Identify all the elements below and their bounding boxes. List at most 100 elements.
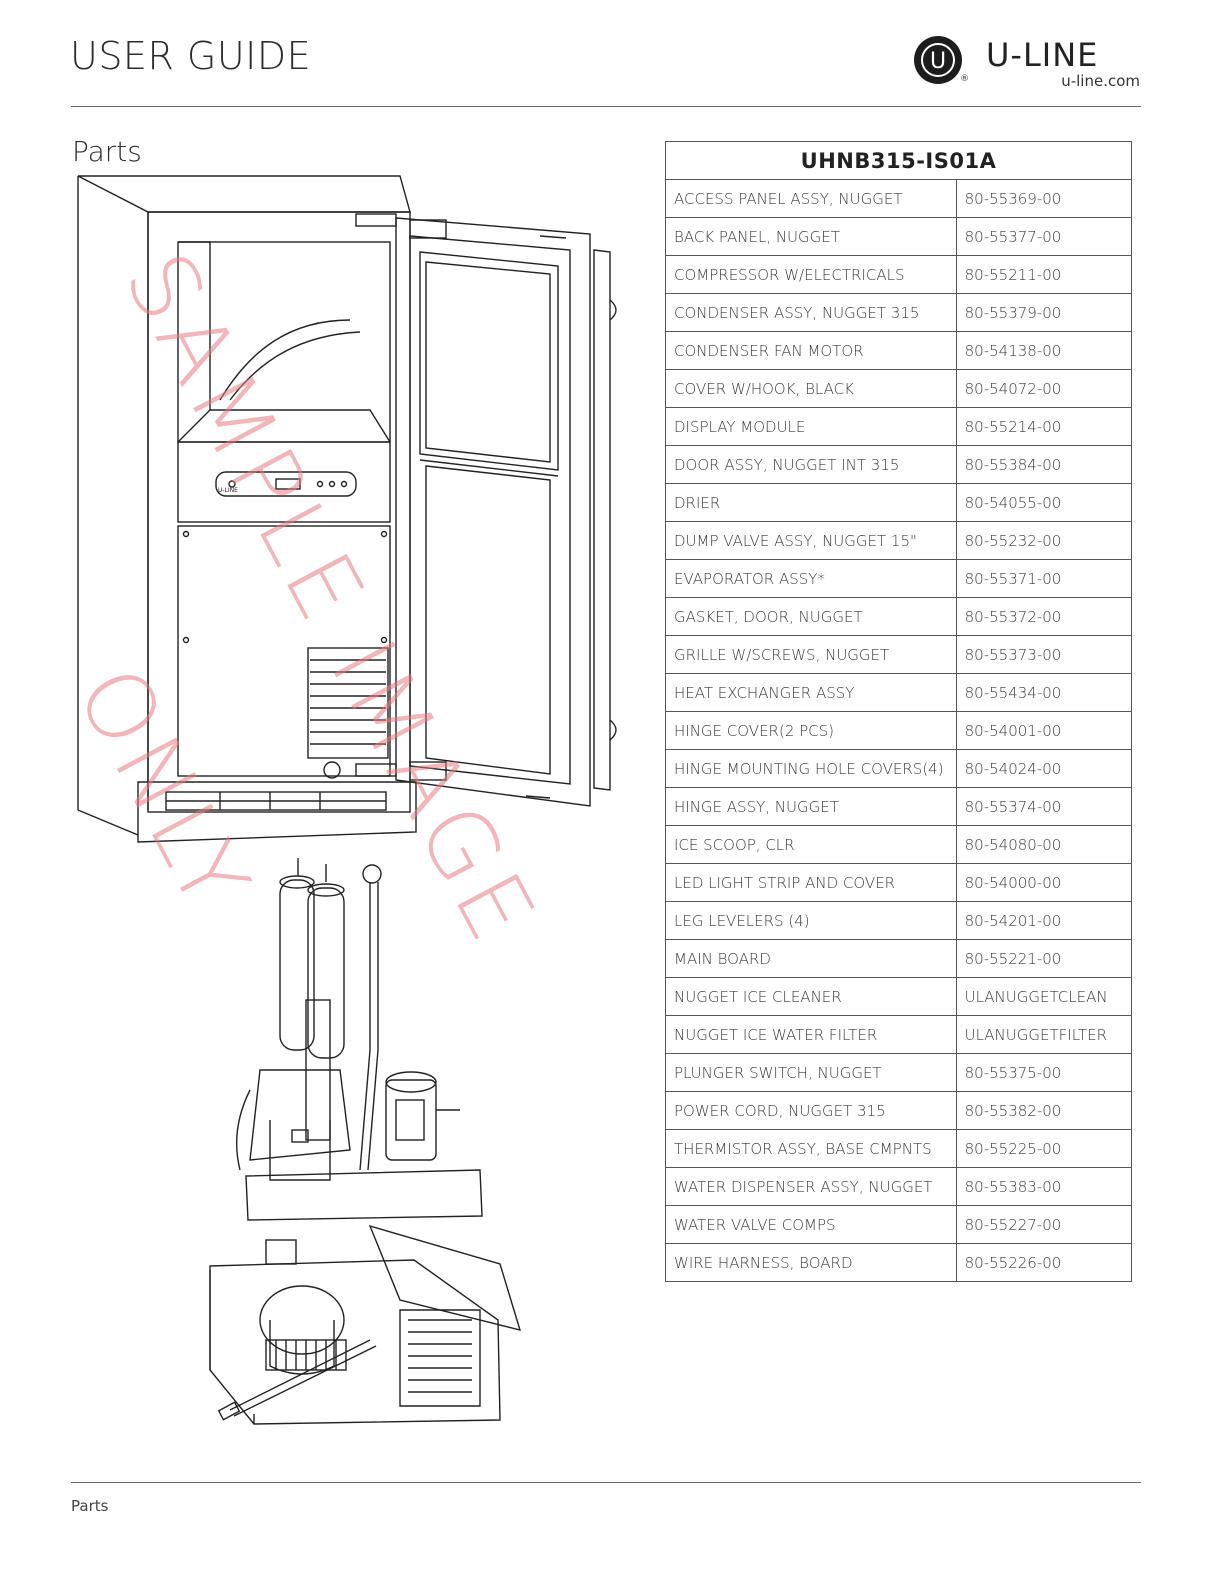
part-number: 80-55434-00 (955, 673, 1133, 712)
part-number: 80-55372-00 (955, 597, 1133, 636)
table-row: EVAPORATOR ASSY*80-55371-00 (665, 559, 1133, 598)
document-title: USER GUIDE (70, 34, 312, 78)
part-description: EVAPORATOR ASSY* (665, 559, 957, 598)
unit-exploded-drawing: U-LINE (77, 175, 617, 1425)
part-number: 80-55369-00 (955, 179, 1133, 218)
part-description: DRIER (665, 483, 957, 522)
part-number: 80-55375-00 (955, 1053, 1133, 1092)
part-description: NUGGET ICE WATER FILTER (665, 1015, 957, 1054)
brand-url: u-line.com (1061, 72, 1140, 90)
part-description: HINGE ASSY, NUGGET (665, 787, 957, 826)
part-number: 80-54072-00 (955, 369, 1133, 408)
part-description: GRILLE W/SCREWS, NUGGET (665, 635, 957, 674)
part-description: GASKET, DOOR, NUGGET (665, 597, 957, 636)
part-description: WATER DISPENSER ASSY, NUGGET (665, 1167, 957, 1206)
part-description: NUGGET ICE CLEANER (665, 977, 957, 1016)
part-description: COVER W/HOOK, BLACK (665, 369, 957, 408)
part-description: PLUNGER SWITCH, NUGGET (665, 1053, 957, 1092)
part-number: 80-55221-00 (955, 939, 1133, 978)
part-number: 80-55384-00 (955, 445, 1133, 484)
registered-mark: ® (960, 74, 969, 84)
part-number: 80-55379-00 (955, 293, 1133, 332)
part-number: 80-54000-00 (955, 863, 1133, 902)
part-description: HINGE MOUNTING HOLE COVERS(4) (665, 749, 957, 788)
part-description: HINGE COVER(2 PCS) (665, 711, 957, 750)
table-row: DUMP VALVE ASSY, NUGGET 15"80-55232-00 (665, 521, 1133, 560)
part-description: CONDENSER FAN MOTOR (665, 331, 957, 370)
display-module-brand: U-LINE (218, 487, 238, 494)
part-description: WATER VALVE COMPS (665, 1205, 957, 1244)
part-description: WIRE HARNESS, BOARD (665, 1243, 957, 1282)
part-number: ULANUGGETCLEAN (955, 977, 1133, 1016)
part-description: DOOR ASSY, NUGGET INT 315 (665, 445, 957, 484)
part-number: 80-55227-00 (955, 1205, 1133, 1244)
part-description: LED LIGHT STRIP AND COVER (665, 863, 957, 902)
part-number: 80-55211-00 (955, 255, 1133, 294)
part-number: 80-55371-00 (955, 559, 1133, 598)
part-number: 80-54138-00 (955, 331, 1133, 370)
part-number: 80-55226-00 (955, 1243, 1133, 1282)
footer-divider (71, 1482, 1141, 1483)
u-line-logo-icon: U (914, 36, 962, 84)
part-description: MAIN BOARD (665, 939, 957, 978)
table-row: HINGE COVER(2 PCS)80-54001-00 (665, 711, 1133, 750)
part-number: 80-55225-00 (955, 1129, 1133, 1168)
part-description: THERMISTOR ASSY, BASE CMPNTS (665, 1129, 957, 1168)
part-description: POWER CORD, NUGGET 315 (665, 1091, 957, 1130)
part-description: ICE SCOOP, CLR (665, 825, 957, 864)
brand-name: U-LINE (986, 36, 1099, 74)
brand-logo: U ® U-LINE u-line.com (912, 34, 1142, 90)
part-number: 80-55382-00 (955, 1091, 1133, 1130)
logo-letter: U (930, 49, 946, 74)
part-number: ULANUGGETFILTER (955, 1015, 1133, 1054)
part-description: CONDENSER ASSY, NUGGET 315 (665, 293, 957, 332)
part-number: 80-55374-00 (955, 787, 1133, 826)
part-description: DISPLAY MODULE (665, 407, 957, 446)
page-footer: Parts (71, 1497, 109, 1515)
part-number: 80-55383-00 (955, 1167, 1133, 1206)
part-description: LEG LEVELERS (4) (665, 901, 957, 940)
part-number: 80-54055-00 (955, 483, 1133, 522)
section-title: Parts (72, 135, 142, 168)
part-description: DUMP VALVE ASSY, NUGGET 15" (665, 521, 957, 560)
table-row: HINGE MOUNTING HOLE COVERS(4)80-54024-00 (665, 749, 1133, 788)
part-number: 80-54024-00 (955, 749, 1133, 788)
part-number: 80-55377-00 (955, 217, 1133, 256)
header-divider (71, 106, 1141, 107)
part-number: 80-55232-00 (955, 521, 1133, 560)
table-header-row: UHNB315-IS01A (665, 141, 1132, 180)
table-row: LEG LEVELERS (4)80-54201-00 (665, 901, 1133, 940)
part-description: BACK PANEL, NUGGET (665, 217, 957, 256)
part-number: 80-54001-00 (955, 711, 1133, 750)
part-number: 80-54201-00 (955, 901, 1133, 940)
model-number-header: UHNB315-IS01A (665, 141, 1132, 180)
part-description: HEAT EXCHANGER ASSY (665, 673, 957, 712)
part-number: 80-55214-00 (955, 407, 1133, 446)
part-description: COMPRESSOR W/ELECTRICALS (665, 255, 957, 294)
